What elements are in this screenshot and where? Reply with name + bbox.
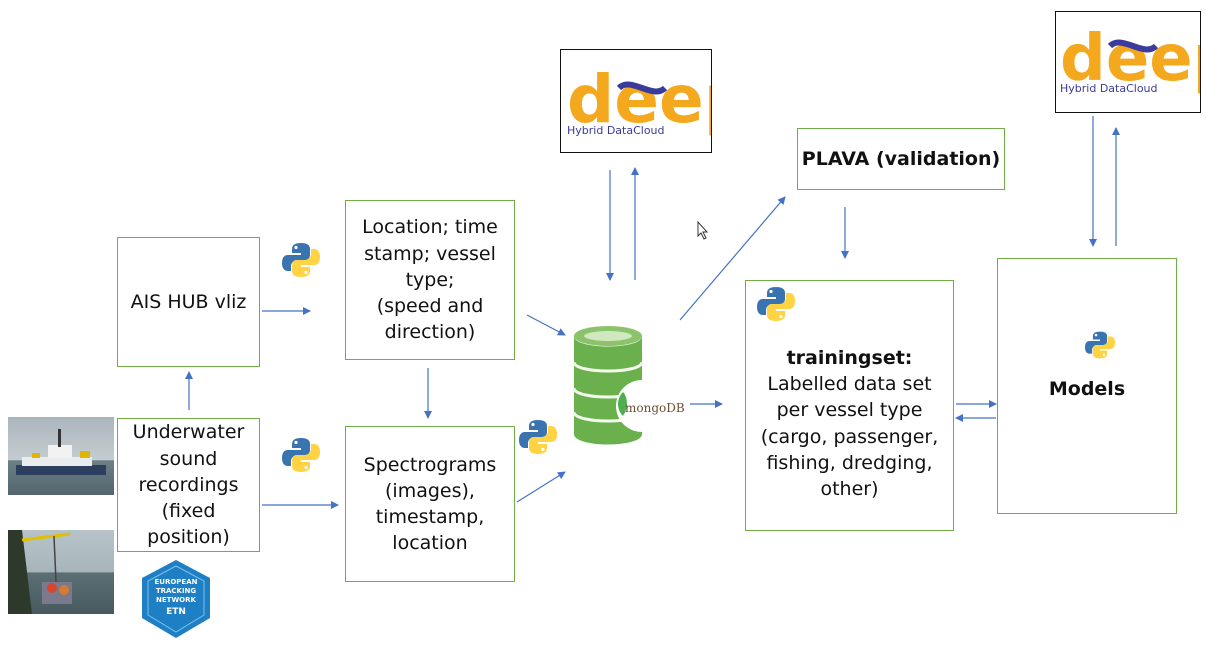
deep-logo-caption: Hybrid DataCloud	[567, 124, 665, 137]
location-box: Location; time stamp; vessel type; (spee…	[345, 200, 515, 360]
mouse-cursor-icon	[697, 220, 709, 240]
svg-text:deep: deep	[1060, 22, 1200, 96]
python-logo-icon	[282, 243, 320, 277]
ais-hub-label: AIS HUB vliz	[130, 290, 247, 313]
mongodb-label: mongoDB	[625, 401, 685, 415]
underwater-recordings-box: Underwater sound recordings (fixed posit…	[117, 418, 260, 552]
python-logo-icon	[757, 287, 795, 321]
python-logo-icon	[1085, 331, 1115, 359]
mongodb-database-icon: mongoDB	[572, 326, 685, 445]
python-logo-icon	[519, 420, 557, 454]
plava-box: PLAVA (validation)	[797, 128, 1005, 190]
plava-label: PLAVA (validation)	[801, 147, 1001, 170]
svg-text:NETWORK: NETWORK	[156, 596, 196, 604]
research-vessel-photo	[8, 417, 114, 495]
hydrophone-deployment-photo	[8, 530, 114, 614]
etn-logo: EUROPEAN TRACKING NETWORK ETN	[140, 558, 212, 640]
spectrograms-box: Spectrograms (images), timestamp, locati…	[345, 426, 515, 582]
svg-text:TRACKING: TRACKING	[156, 587, 197, 595]
deep-logo-caption: Hybrid DataCloud	[1060, 82, 1158, 95]
deep-hybrid-datacloud-logo: deep Hybrid DataCloud	[560, 49, 712, 153]
arrow-location-to-db	[526, 314, 566, 336]
arrow-db-to-plava	[679, 196, 786, 321]
deep-hybrid-datacloud-logo: deep Hybrid DataCloud	[1055, 11, 1201, 113]
models-box: Models	[997, 258, 1177, 514]
location-label: Location; time stamp; vessel type; (spee…	[362, 216, 498, 344]
trainingset-body: Labelled data set per vessel type (cargo…	[760, 373, 939, 500]
ais-hub-box: AIS HUB vliz	[117, 237, 260, 367]
trainingset-title: trainingset:	[786, 346, 913, 369]
python-logo-icon	[282, 438, 320, 472]
underwater-recordings-label: Underwater sound recordings (fixed posit…	[132, 421, 245, 549]
svg-text:deep: deep	[567, 61, 711, 138]
svg-text:ETN: ETN	[166, 607, 186, 617]
spectrograms-label: Spectrograms (images), timestamp, locati…	[363, 453, 497, 555]
trainingset-box: trainingset: Labelled data set per vesse…	[745, 280, 954, 531]
svg-text:EUROPEAN: EUROPEAN	[155, 578, 198, 586]
models-label: Models	[1048, 377, 1126, 400]
arrow-spectrograms-to-db	[516, 471, 566, 503]
